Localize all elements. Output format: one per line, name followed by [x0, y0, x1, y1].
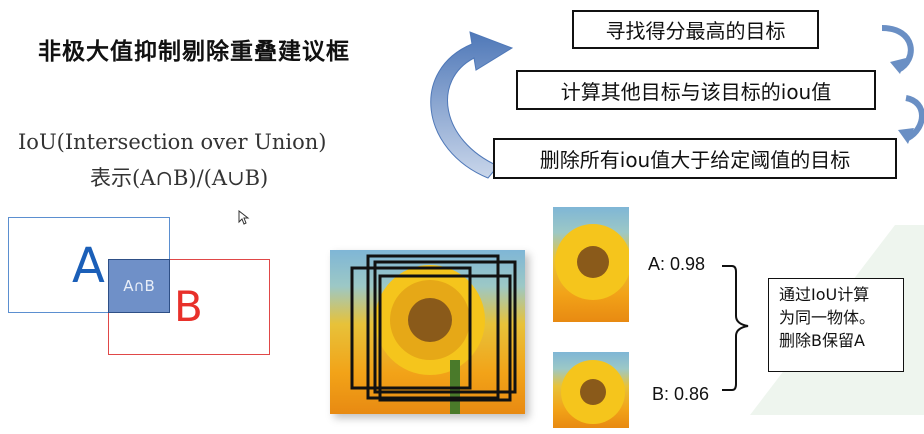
box-b-label: B — [174, 282, 203, 331]
cursor-icon — [238, 210, 250, 225]
step-connector-arrows — [881, 25, 924, 144]
curved-arrow-icon — [430, 31, 514, 179]
brace-icon — [722, 265, 749, 391]
candidate-a-image — [553, 207, 629, 322]
note-line-2: 为同一物体。 — [779, 308, 876, 327]
detection-boxes — [350, 254, 517, 402]
score-a-label: A: 0.98 — [648, 254, 706, 274]
note-line-3: 删除B保留A — [779, 331, 865, 350]
iou-definition: IoU(Intersection over Union) — [18, 130, 327, 154]
step-find-max-score: 寻找得分最高的目标 — [572, 10, 819, 49]
box-a-label: A — [72, 238, 105, 294]
note-line-1: 通过IoU计算 — [779, 285, 870, 304]
score-b-label: B: 0.86 — [652, 384, 710, 404]
step-delete-above-threshold: 删除所有iou值大于给定阈值的目标 — [493, 138, 897, 179]
page-title: 非极大值抑制剔除重叠建议框 — [38, 39, 350, 65]
intersection-area: A∩B — [108, 259, 170, 313]
conclusion-note: 通过IoU计算 为同一物体。 删除B保留A — [768, 278, 904, 372]
iou-formula: 表示(A∩B)/(A∪B) — [90, 166, 269, 190]
candidate-b-image — [553, 352, 629, 428]
step-compute-iou: 计算其他目标与该目标的iou值 — [516, 70, 876, 110]
